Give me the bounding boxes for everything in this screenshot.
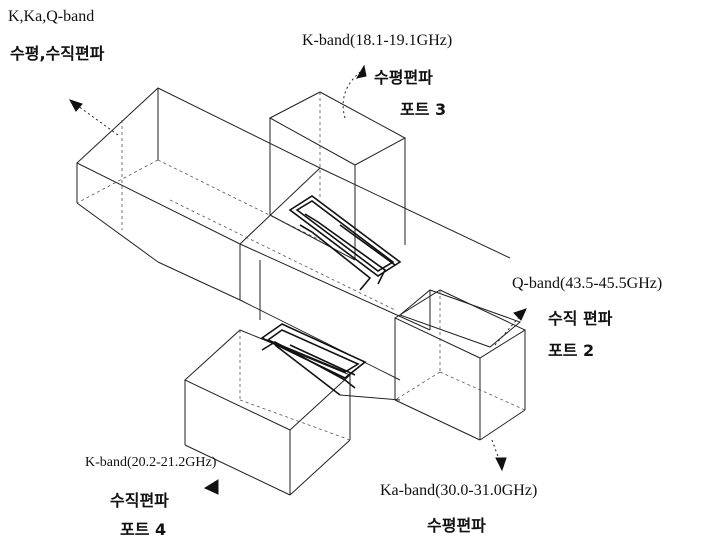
port-2-polarization-label: 수직 편파	[548, 309, 613, 328]
port-3-waveguide	[268, 91, 407, 291]
port-4-waveguide	[184, 323, 401, 496]
port-3-arrow	[342, 64, 367, 119]
port-ka-polarization-label: 수평편파	[427, 516, 486, 535]
port-2-band-label: Q-band(43.5-45.5GHz)	[512, 275, 663, 292]
port-2-arrow	[494, 308, 527, 346]
port-ka-arrow	[491, 439, 507, 472]
port-4-arrow	[203, 479, 219, 495]
port-3-polarization-label: 수평편파	[374, 68, 433, 87]
port-ka-band-label: Ka-band(30.0-31.0GHz)	[380, 482, 538, 499]
port-common-band-label: K,Ka,Q-band	[8, 8, 95, 25]
port-2-name-label: 포트 2	[548, 341, 595, 360]
main-waveguide	[76, 87, 527, 441]
port-3-name-label: 포트 3	[400, 100, 447, 119]
port-4-band-label: K-band(20.2-21.2GHz)	[85, 455, 217, 470]
port-4-name-label: 포트 4	[120, 520, 167, 539]
port-4-polarization-label: 수직편파	[110, 491, 169, 510]
port-common-polarization-label: 수평,수직편파	[10, 44, 105, 63]
port-1-arrow	[68, 99, 119, 136]
port-3-band-label: K-band(18.1-19.1GHz)	[302, 32, 453, 49]
